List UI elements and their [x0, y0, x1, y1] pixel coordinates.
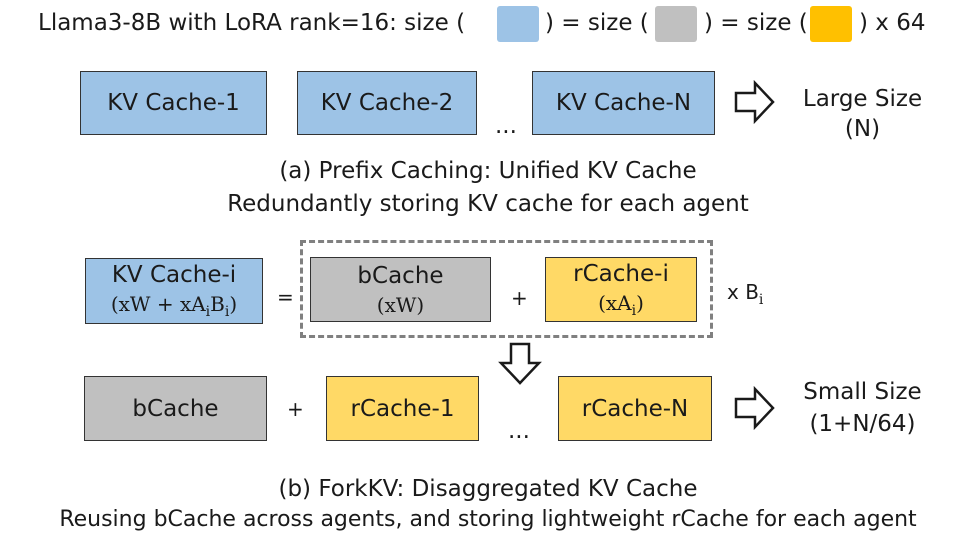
large-size-label: Large Size: [802, 86, 923, 112]
bcache-label: bCache: [132, 395, 219, 422]
legend-swatch-gray: [655, 6, 697, 42]
rcache-1-label: rCache-1: [350, 395, 455, 422]
legend-swatch-yellow: [810, 6, 852, 42]
legend-prefix: Llama3-8B with LoRA rank=16: size (: [38, 10, 466, 36]
rcache-n-box: rCache-N: [558, 376, 712, 441]
caption-b-line1: (b) ForkKV: Disaggregated KV Cache: [278, 476, 698, 502]
kv-cache-1-box: KV Cache-1: [80, 71, 267, 135]
caption-a-line1: (a) Prefix Caching: Unified KV Cache: [279, 158, 697, 184]
small-size-label: Small Size: [803, 379, 922, 405]
bcache-formula-label: bCache: [357, 262, 444, 289]
rcache-n-label: rCache-N: [581, 395, 689, 422]
rcache-i-label: rCache-i: [573, 260, 669, 287]
rcache-1-box: rCache-1: [326, 376, 479, 441]
bcache-formula-box: bCache (xW): [310, 257, 491, 322]
kv-cache-i-box: KV Cache-i (xW + xAiBi): [85, 258, 263, 324]
equals-sign: =: [277, 285, 294, 309]
large-size-n: (N): [844, 116, 881, 142]
times-b-label: x Bi: [727, 280, 764, 308]
bcache-formula: (xW): [376, 292, 425, 317]
kv-cache-i-formula: (xW + xAiBi): [110, 292, 238, 320]
plus-sign-top: +: [511, 286, 528, 310]
plus-sign-bottom: +: [287, 397, 304, 421]
rcache-i-formula: (xAi): [598, 290, 644, 319]
dashed-group: [300, 240, 713, 338]
kv-cache-n-box: KV Cache-N: [532, 71, 715, 135]
kv-cache-2-box: KV Cache-2: [297, 71, 477, 135]
right-arrow-icon: [734, 385, 775, 431]
part-a-ellipsis: ...: [495, 113, 517, 139]
legend-eq1: ) = size (: [545, 10, 649, 36]
bcache-box: bCache: [84, 376, 267, 441]
small-size-ratio: (1+N/64): [809, 411, 916, 437]
down-arrow-icon: [498, 342, 542, 385]
caption-a-line2: Redundantly storing KV cache for each ag…: [227, 191, 749, 217]
legend-swatch-blue: [497, 6, 539, 42]
kv-cache-i-label: KV Cache-i: [111, 262, 237, 288]
part-b-ellipsis: ...: [508, 418, 530, 444]
legend-suffix: ) x 64: [859, 10, 926, 36]
caption-b-line2: Reusing bCache across agents, and storin…: [59, 507, 917, 532]
kv-cache-2-label: KV Cache-2: [320, 90, 454, 116]
legend-eq2: ) = size (: [704, 10, 808, 36]
kv-cache-n-label: KV Cache-N: [555, 90, 692, 116]
kv-cache-1-label: KV Cache-1: [107, 90, 240, 116]
rcache-i-box: rCache-i (xAi): [545, 257, 697, 322]
right-arrow-icon: [734, 79, 775, 125]
